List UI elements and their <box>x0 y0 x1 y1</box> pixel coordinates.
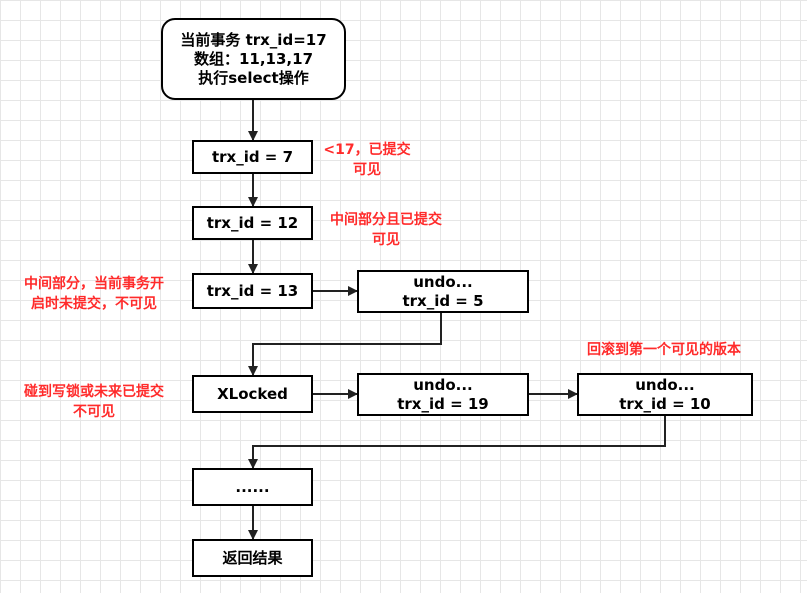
ellipsis-label: ...... <box>235 477 270 496</box>
version-trx-12-label: trx_id = 12 <box>206 213 299 232</box>
note-xlocked: 碰到写锁或未来已提交 不可见 <box>6 382 182 422</box>
note-trx-12-line-1: 中间部分且已提交 <box>330 212 442 228</box>
start-node: 当前事务 trx_id=17 数组：11,13,17 执行select操作 <box>161 18 346 100</box>
arrow-undo10-to-ellipsis <box>248 416 666 469</box>
version-xlocked: XLocked <box>192 375 313 413</box>
result-label: 返回结果 <box>222 548 283 567</box>
version-trx-7-label: trx_id = 7 <box>211 147 294 166</box>
ellipsis-node: ...... <box>192 468 313 506</box>
version-trx-12: trx_id = 12 <box>192 206 313 240</box>
note-trx-13-line-1: 中间部分，当前事务开 <box>24 276 164 292</box>
start-line-3: 执行select操作 <box>198 68 309 87</box>
undo-trx-5: undo... trx_id = 5 <box>357 270 529 313</box>
start-line-2: 数组：11,13,17 <box>193 49 314 68</box>
arrow-undo5-to-xlocked <box>248 313 442 376</box>
undo-trx-5-line-1: undo... <box>413 272 473 291</box>
note-xlocked-line-2: 不可见 <box>73 404 115 420</box>
note-trx-13-line-2: 启时未提交，不可见 <box>31 296 157 312</box>
note-trx-7-line-1: <17，已提交 <box>323 142 411 158</box>
undo-trx-5-line-2: trx_id = 5 <box>402 291 484 310</box>
note-trx-12: 中间部分且已提交 可见 <box>315 210 457 250</box>
undo-trx-10: undo... trx_id = 10 <box>577 373 753 416</box>
start-line-1: 当前事务 trx_id=17 <box>180 30 327 49</box>
note-trx-13: 中间部分，当前事务开 启时未提交，不可见 <box>6 274 182 314</box>
undo-trx-19: undo... trx_id = 19 <box>357 373 529 416</box>
note-trx-7: <17，已提交 可见 <box>316 140 418 180</box>
undo-trx-19-line-2: trx_id = 19 <box>397 394 489 413</box>
note-rollback: 回滚到第一个可见的版本 <box>570 340 758 360</box>
undo-trx-10-line-2: trx_id = 10 <box>619 394 711 413</box>
note-trx-7-line-2: 可见 <box>353 162 381 178</box>
version-trx-13: trx_id = 13 <box>192 273 313 309</box>
undo-trx-10-line-1: undo... <box>635 375 695 394</box>
version-trx-7: trx_id = 7 <box>192 140 313 174</box>
note-rollback-line-1: 回滚到第一个可见的版本 <box>587 342 741 358</box>
note-trx-12-line-2: 可见 <box>372 232 400 248</box>
version-xlocked-label: XLocked <box>217 384 288 403</box>
result-node: 返回结果 <box>192 539 313 577</box>
undo-trx-19-line-1: undo... <box>413 375 473 394</box>
note-xlocked-line-1: 碰到写锁或未来已提交 <box>24 384 164 400</box>
version-trx-13-label: trx_id = 13 <box>206 281 299 300</box>
